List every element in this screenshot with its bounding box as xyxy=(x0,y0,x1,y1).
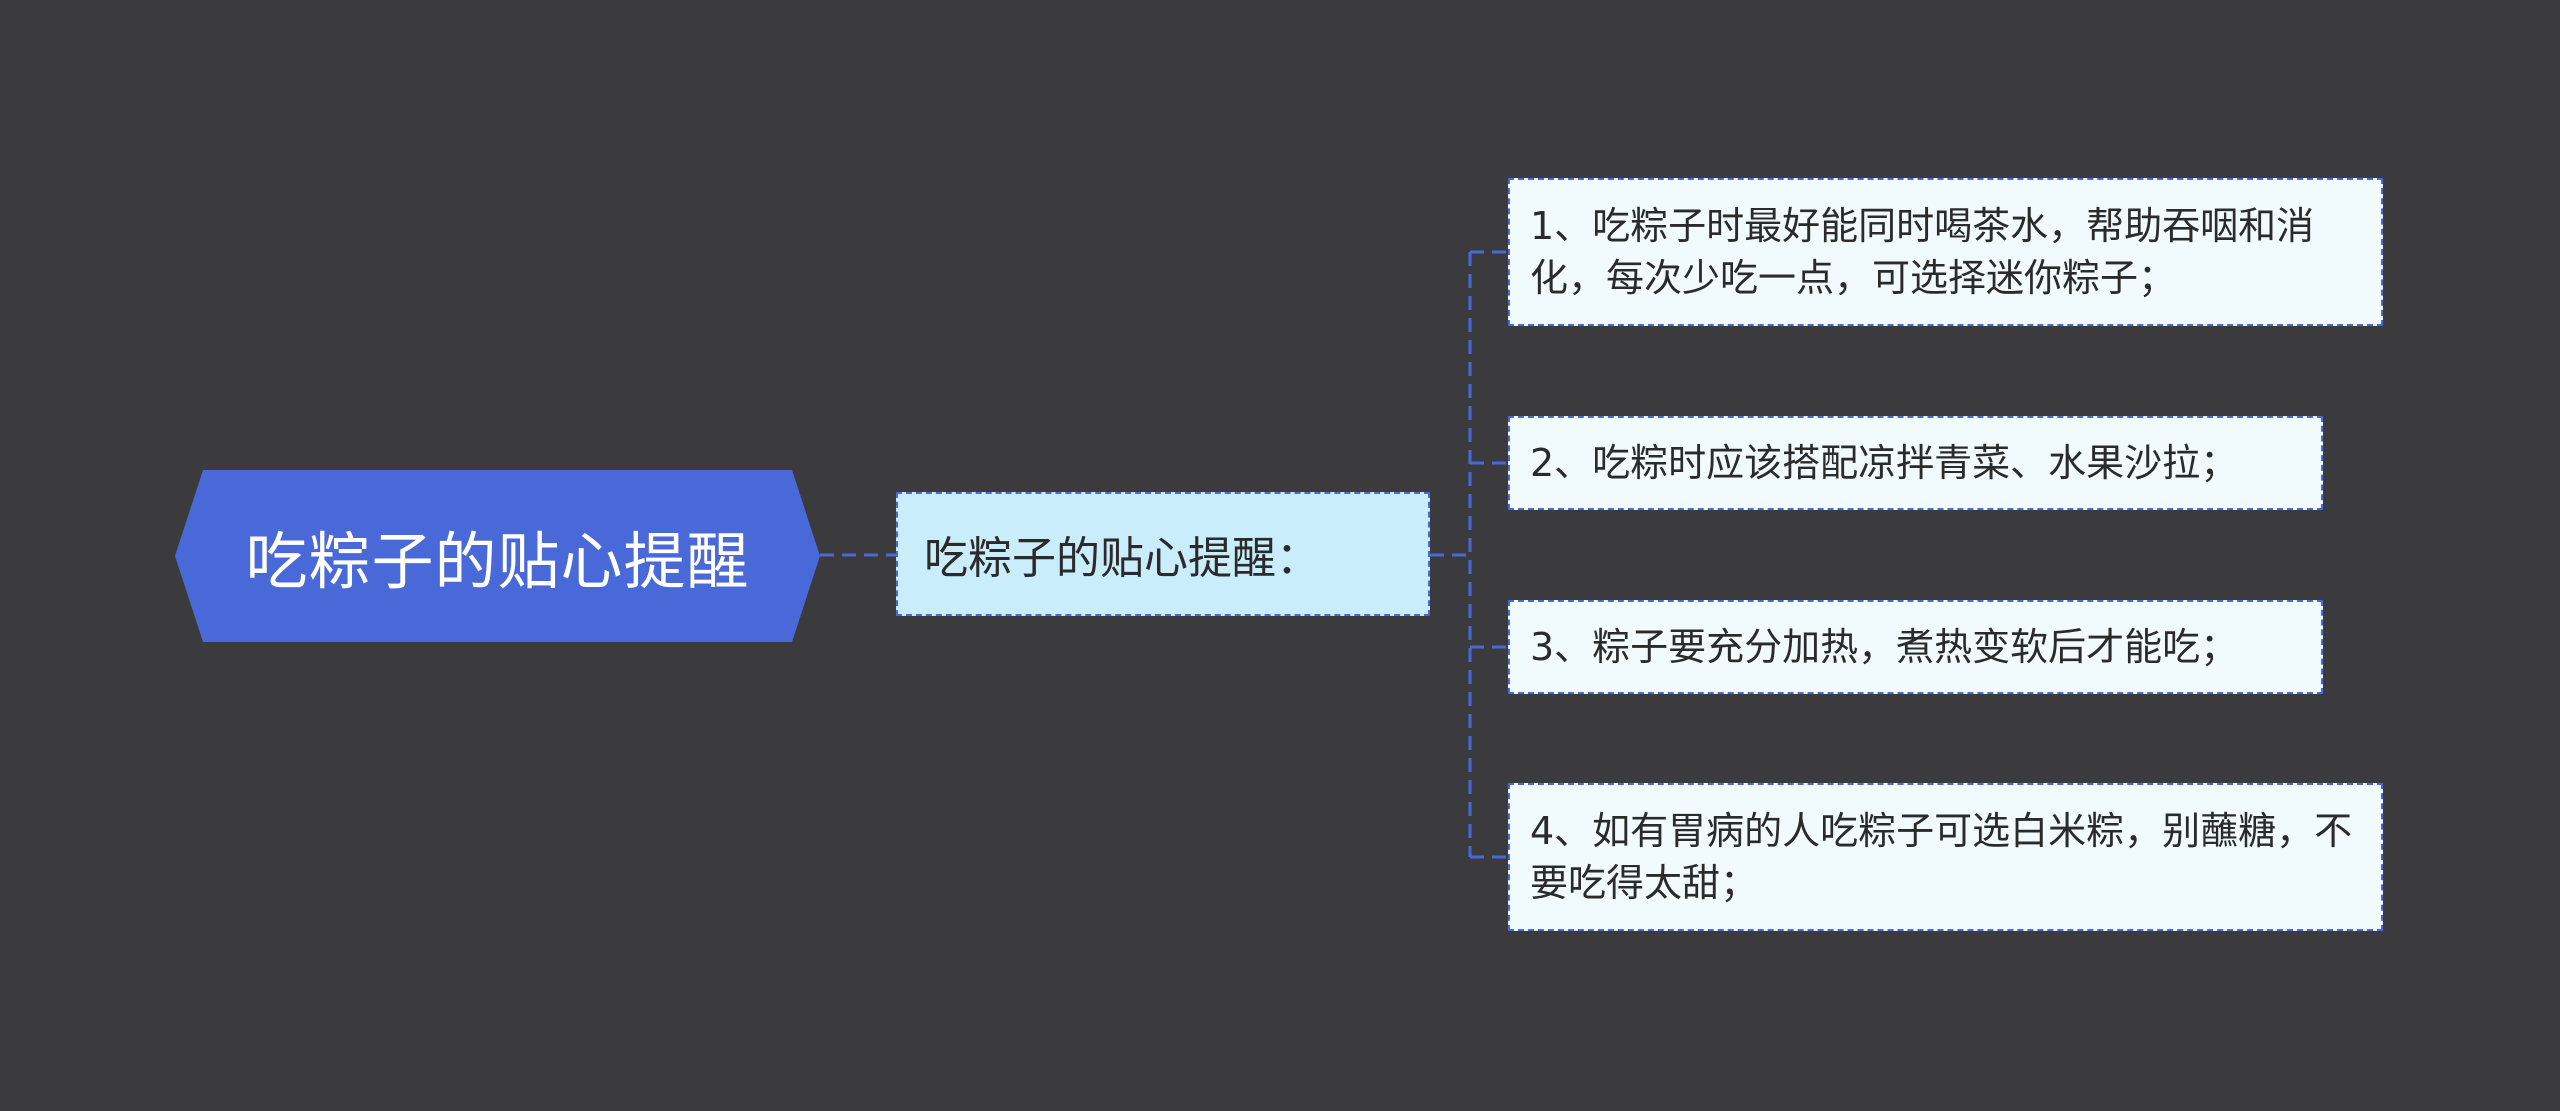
leaf-node-2[interactable]: 2、吃粽时应该搭配凉拌青菜、水果沙拉； xyxy=(1508,416,2323,510)
root-hexagon-shape xyxy=(175,470,820,642)
root-node[interactable]: 吃粽子的贴心提醒 xyxy=(175,470,820,642)
leaf-node-4-label: 4、如有胃病的人吃粽子可选白米粽，别蘸糖，不要吃得太甜； xyxy=(1530,809,2353,905)
leaf-node-1[interactable]: 1、吃粽子时最好能同时喝茶水，帮助吞咽和消化，每次少吃一点，可选择迷你粽子； xyxy=(1508,178,2383,326)
leaf-node-2-label: 2、吃粽时应该搭配凉拌青菜、水果沙拉； xyxy=(1530,441,2239,485)
leaf-node-4[interactable]: 4、如有胃病的人吃粽子可选白米粽，别蘸糖，不要吃得太甜； xyxy=(1508,783,2383,931)
subtopic-node-label: 吃粽子的贴心提醒： xyxy=(924,533,1320,584)
root-node-label: 吃粽子的贴心提醒 xyxy=(245,525,750,598)
leaf-node-3[interactable]: 3、粽子要充分加热，煮热变软后才能吃； xyxy=(1508,600,2323,694)
leaf-node-1-label: 1、吃粽子时最好能同时喝茶水，帮助吞咽和消化，每次少吃一点，可选择迷你粽子； xyxy=(1530,204,2315,300)
leaf-node-3-label: 3、粽子要充分加热，煮热变软后才能吃； xyxy=(1530,625,2239,669)
subtopic-node[interactable]: 吃粽子的贴心提醒： xyxy=(896,492,1430,616)
